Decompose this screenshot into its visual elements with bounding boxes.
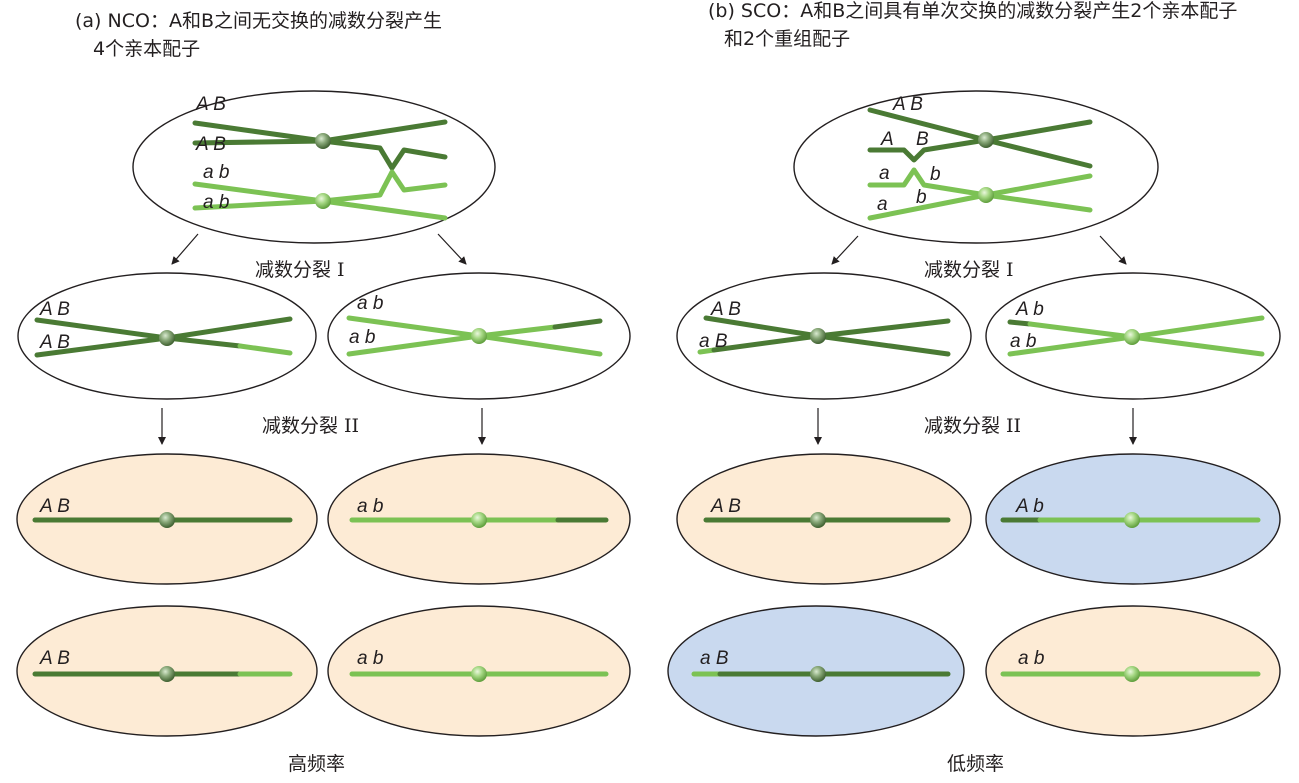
gene-label: A B [39,299,70,320]
gene-label: A B [195,134,226,155]
panel-a: (a) NCO：A和B之间无交换的减数分裂产生 4个亲本配子 A B A B a… [16,10,631,775]
gene-label: a b [357,648,383,669]
chromatid [192,169,448,204]
gene-label: A B [195,94,226,115]
gene-label: B [916,129,929,150]
panel-a-gamete-2: a b [327,453,631,585]
meiosis-2-label: 减数分裂 II [924,415,1021,437]
panel-a-tetrad-cell: A B A B a b a b [132,90,496,244]
centromere [471,328,487,344]
gene-label: a b [349,327,375,348]
panel-a-meiosis1-right-cell: a b a b [327,272,631,400]
centromere [810,328,826,344]
panel-b-gamete-2-recombinant: A b [985,453,1281,585]
centromere [159,512,175,528]
panel-a-title-line2: 4个亲本配子 [93,38,200,60]
gene-label: a [877,194,888,215]
arrow [1099,235,1127,265]
gene-label: A B [710,299,741,320]
centromere [810,666,826,682]
chromatid [237,343,293,356]
meiosis-1-label: 减数分裂 I [924,259,1014,281]
panel-a-gamete-3: A B [16,605,318,737]
panel-a-frequency: 高频率 [288,753,345,775]
panel-b: (b) SCO：A和B之间具有单次交换的减数分裂产生2个亲本配子 和2个重组配子… [667,0,1281,775]
gene-label: a b [203,162,229,183]
panel-b-meiosis1-right-cell: A b a b [985,272,1281,400]
centromere [159,666,175,682]
gene-label: a [879,163,890,184]
gene-label: A B [39,648,70,669]
gene-label: A [880,129,894,150]
arrow [171,233,199,265]
panel-b-gamete-3-recombinant: a B [667,605,965,737]
panel-b-meiosis1-left-cell: A B a B [676,272,972,400]
chromatid [867,167,1093,198]
gene-label: b [916,187,927,208]
gene-label: a B [700,648,729,669]
gene-label: A B [710,496,741,517]
gene-label: a b [1018,648,1044,669]
centromere [471,666,487,682]
gene-label: A b [1015,496,1044,517]
centromere [1124,666,1140,682]
gene-label: A b [1015,299,1044,320]
chromatid [552,318,603,330]
panel-b-title-line2: 和2个重组配子 [724,28,850,50]
cell-membrane [793,90,1159,244]
panel-b-gamete-1-parental: A B [676,453,972,585]
chromatid [867,137,1093,169]
gene-label: A B [39,496,70,517]
panel-b-tetrad-cell: A B A B a b a b [793,90,1159,244]
gene-label: a b [357,496,383,517]
gene-label: a b [357,293,383,314]
arrow [831,235,859,265]
centromere [978,132,994,148]
gene-label: a b [1010,331,1036,352]
centromere [1124,512,1140,528]
centromere [978,187,994,203]
arrow [437,233,467,265]
panel-a-meiosis1-left-cell: A B A B [17,272,317,400]
meiosis-2-label: 减数分裂 II [262,415,359,437]
gene-label: b [930,164,941,185]
meiosis-1-label: 减数分裂 I [255,259,345,281]
panel-b-gamete-4-parental: a b [985,605,1281,737]
chromatid [192,120,448,171]
centromere [471,512,487,528]
panel-b-frequency: 低频率 [947,753,1004,775]
gene-label: a B [699,331,728,352]
panel-a-gamete-1: A B [16,453,318,585]
panel-a-title-line1: (a) NCO：A和B之间无交换的减数分裂产生 [75,10,442,32]
centromere [810,512,826,528]
gene-label: A B [892,94,923,115]
chromatid [1007,319,1033,327]
centromere [315,133,331,149]
gene-label: A B [39,332,70,353]
panel-b-title-line1: (b) SCO：A和B之间具有单次交换的减数分裂产生2个亲本配子 [708,0,1237,22]
centromere [1124,329,1140,345]
panel-a-gamete-4: a b [327,605,631,737]
centromere [315,193,331,209]
gene-label: a b [203,192,229,213]
cell-membrane [132,90,496,244]
centromere [159,330,175,346]
